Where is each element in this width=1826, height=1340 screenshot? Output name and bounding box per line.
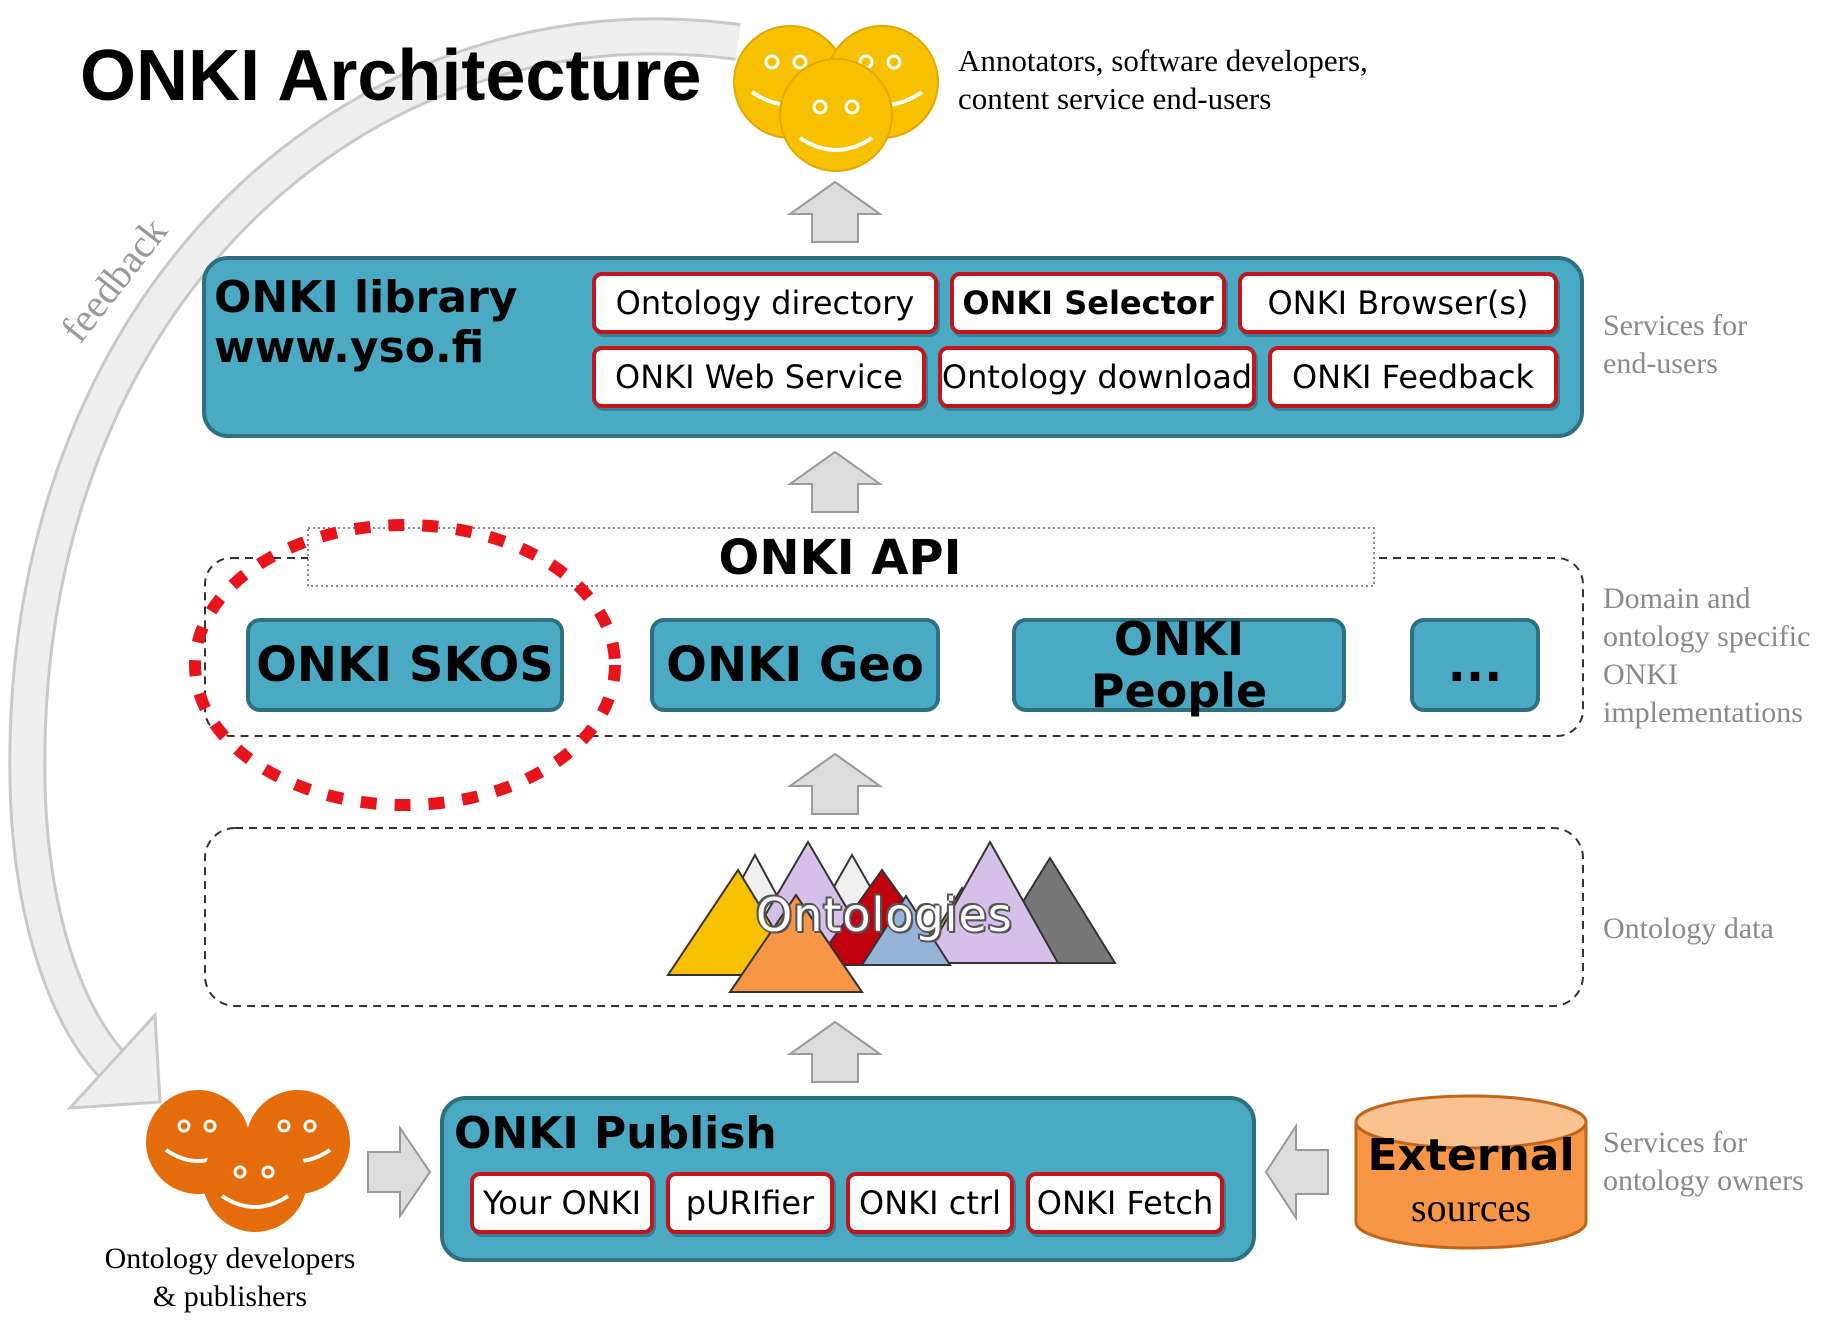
triangle-icon (860, 894, 952, 966)
onki-geo-box[interactable]: ONKI Geo (650, 618, 940, 712)
onki-skos-box[interactable]: ONKI SKOS (246, 618, 564, 712)
users-caption-line: Annotators, software developers, (958, 43, 1368, 78)
left-arrow-icon (1264, 1122, 1329, 1222)
onki-browsers-chip[interactable]: ONKI Browser(s) (1238, 272, 1558, 334)
users-caption-line: content service end-users (958, 81, 1272, 116)
side-label-line: Domain and (1603, 582, 1751, 615)
side-label-domain-specific: Domain and ontology specific ONKI implem… (1603, 580, 1810, 732)
your-onki-chip[interactable]: Your ONKI (470, 1172, 654, 1234)
onki-fetch-chip[interactable]: ONKI Fetch (1026, 1172, 1224, 1234)
developers-caption-line: Ontology developers (104, 1242, 356, 1275)
onki-api-label: ONKI API (718, 530, 962, 586)
developers-smileys (146, 1090, 350, 1232)
side-label-ontology-data: Ontology data (1603, 910, 1774, 948)
side-label-line: Ontology data (1603, 912, 1774, 945)
developers-caption: Ontology developers & publishers (60, 1240, 400, 1316)
side-label-line: ONKI (1603, 658, 1678, 691)
users-smileys (733, 25, 939, 172)
up-arrow-icon (786, 450, 884, 513)
side-label-services-owners: Services for ontology owners (1603, 1124, 1804, 1200)
side-label-line: Services for (1603, 1126, 1748, 1159)
triangle-icon (728, 893, 864, 993)
developers-caption-line: & publishers (152, 1280, 308, 1313)
onki-people-box[interactable]: ONKI People (1012, 613, 1346, 717)
side-label-services-end-users: Services for end-users (1603, 307, 1747, 383)
more-implementations-box[interactable]: ... (1410, 618, 1540, 712)
ontology-directory-chip[interactable]: Ontology directory (592, 272, 938, 334)
highlight-ellipse (189, 519, 621, 811)
smiley-face-icon (779, 58, 893, 172)
onki-web-service-chip[interactable]: ONKI Web Service (592, 346, 926, 408)
side-label-line: ontology owners (1603, 1164, 1804, 1197)
ontology-triangles (666, 839, 1117, 993)
ontology-data-container (204, 827, 1584, 1007)
library-url[interactable]: www.yso.fi (214, 322, 485, 373)
database-cylinder-icon (1354, 1094, 1588, 1250)
side-label-line: implementations (1603, 696, 1803, 729)
side-label-line: Services for (1603, 309, 1748, 342)
page-title: ONKI Architecture (80, 36, 702, 116)
smiley-face-icon (203, 1128, 307, 1232)
right-arrow-icon (367, 1124, 432, 1220)
triangle-icon (920, 839, 1060, 964)
side-label-line: end-users (1603, 347, 1718, 380)
library-title: ONKI library (214, 272, 518, 323)
external-title: External (1367, 1130, 1575, 1181)
ontologies-label: Ontologies (756, 888, 1013, 942)
onki-feedback-chip[interactable]: ONKI Feedback (1268, 346, 1558, 408)
feedback-arrow (8, 17, 741, 1110)
onki-selector-chip[interactable]: ONKI Selector (950, 272, 1226, 334)
external-subtitle: sources (1411, 1185, 1531, 1230)
api-box (307, 527, 1375, 587)
publish-title: ONKI Publish (454, 1108, 777, 1159)
up-arrow-icon (786, 752, 884, 815)
users-caption: Annotators, software developers, content… (958, 42, 1368, 118)
side-label-line: ontology specific (1603, 620, 1811, 653)
ontology-download-chip[interactable]: Ontology download (938, 346, 1256, 408)
up-arrow-icon (786, 1020, 884, 1083)
purifier-chip[interactable]: pURIfier (666, 1172, 834, 1234)
up-arrow-icon (786, 180, 884, 243)
onki-ctrl-chip[interactable]: ONKI ctrl (846, 1172, 1014, 1234)
